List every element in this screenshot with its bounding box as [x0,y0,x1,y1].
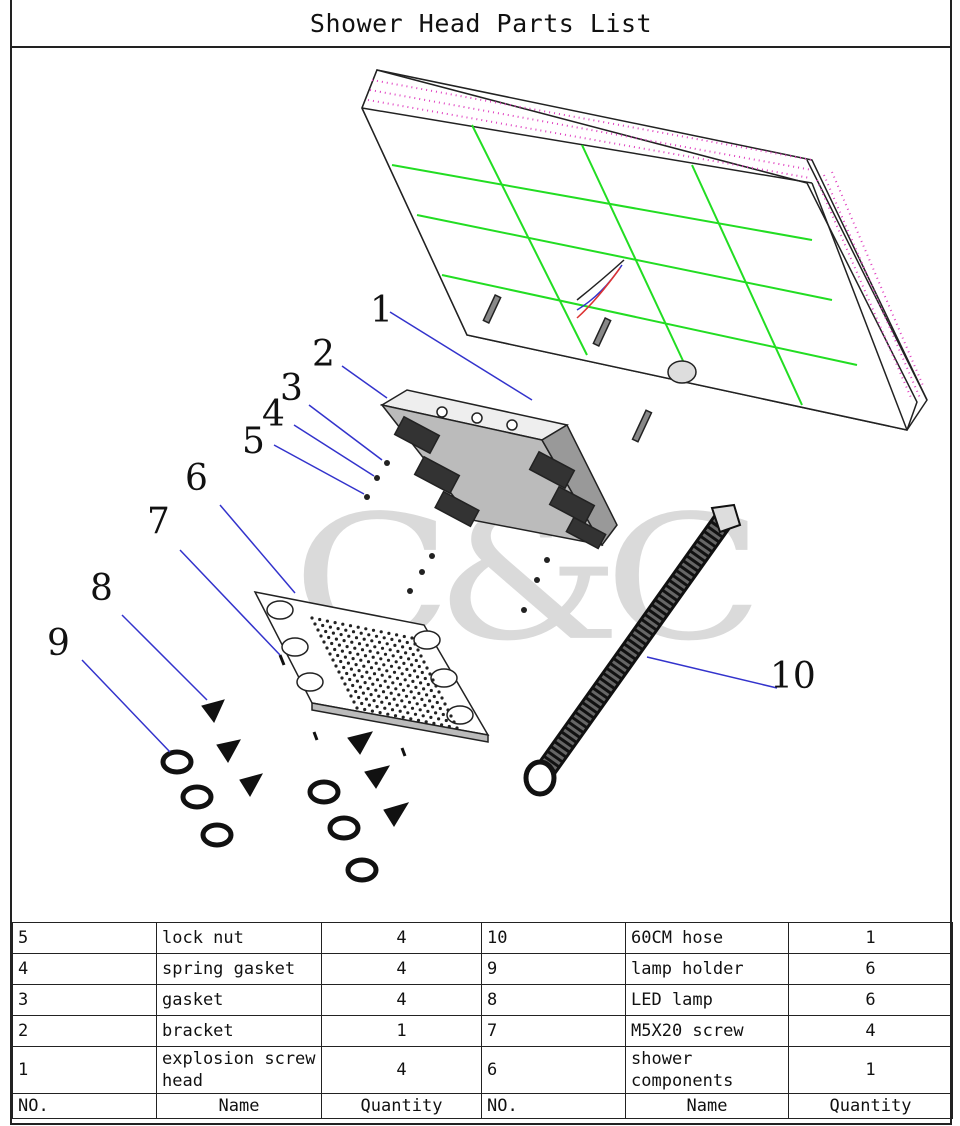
callout-3: 3 [280,368,303,409]
part-no: 8 [481,984,626,1016]
callout-5: 5 [242,421,265,462]
ceiling-speckle [367,79,925,401]
part-name: spring gasket [156,953,322,985]
ceiling-panel [361,69,928,431]
callout-2: 2 [312,334,335,375]
part-name: 60CM hose [625,922,789,954]
part-quantity: 4 [321,984,482,1016]
part-quantity: 1 [321,1015,482,1047]
part-quantity: 1 [788,922,953,954]
led-lamps [201,699,410,827]
part-name: lock nut [156,922,322,954]
header-no: NO. [481,1093,626,1119]
part-name: M5X20 screw [625,1015,789,1047]
small-fasteners [364,460,550,613]
callout-7: 7 [147,501,170,542]
part-quantity: 4 [321,922,482,954]
part-name: bracket [156,1015,322,1047]
table-row: 5 lock nut 4 10 60CM hose 1 [12,922,953,954]
part-name: lamp holder [625,953,789,985]
screws [278,654,407,757]
header-quantity: Quantity [788,1093,953,1119]
header-no: NO. [12,1093,157,1119]
part-name: LED lamp [625,984,789,1016]
callout-4: 4 [262,394,285,435]
part-name: explosion screw head [156,1046,322,1094]
part-quantity: 6 [788,984,953,1016]
part-no: 1 [12,1046,157,1094]
callout-6: 6 [185,458,208,499]
callout-10: 10 [770,656,816,697]
drawing-frame: Shower Head Parts List C&C [10,0,953,1125]
table-row: 2 bracket 1 7 M5X20 screw 4 [12,1015,953,1047]
part-no: 2 [12,1015,157,1047]
ceiling-grid [391,124,858,406]
part-quantity: 6 [788,953,953,985]
parts-table: 5 lock nut 4 10 60CM hose 1 4 spring gas… [12,922,953,1119]
exploded-view-svg [81,69,928,883]
part-no: 4 [12,953,157,985]
hose [523,503,742,797]
ceiling-texture [372,72,812,102]
exploded-view-drawing: C&C [12,48,950,922]
leader-lines [81,311,778,753]
callout-8: 8 [90,568,113,609]
bracket [379,389,618,550]
part-quantity: 4 [321,1046,482,1094]
part-no: 7 [481,1015,626,1047]
callout-1: 1 [370,290,393,331]
part-no: 3 [12,984,157,1016]
table-header-row: NO. Name Quantity NO. Name Quantity [12,1093,953,1119]
part-quantity: 4 [788,1015,953,1047]
table-row: 1 explosion screw head 4 6 shower compon… [12,1046,953,1094]
header-quantity: Quantity [321,1093,482,1119]
header-name: Name [156,1093,322,1119]
part-name: shower components [625,1046,789,1094]
table-row: 3 gasket 4 8 LED lamp 6 [12,984,953,1016]
shower-plate [253,590,490,743]
part-no: 9 [481,953,626,985]
lamp-holders [160,749,379,883]
part-name: gasket [156,984,322,1016]
part-no: 5 [12,922,157,954]
part-no: 10 [481,922,626,954]
part-quantity: 1 [788,1046,953,1094]
callout-9: 9 [47,623,70,664]
ceiling-bolts [482,259,697,443]
part-no: 6 [481,1046,626,1094]
table-row: 4 spring gasket 4 9 lamp holder 6 [12,953,953,985]
header-name: Name [625,1093,789,1119]
part-quantity: 4 [321,953,482,985]
page-title: Shower Head Parts List [12,0,950,48]
